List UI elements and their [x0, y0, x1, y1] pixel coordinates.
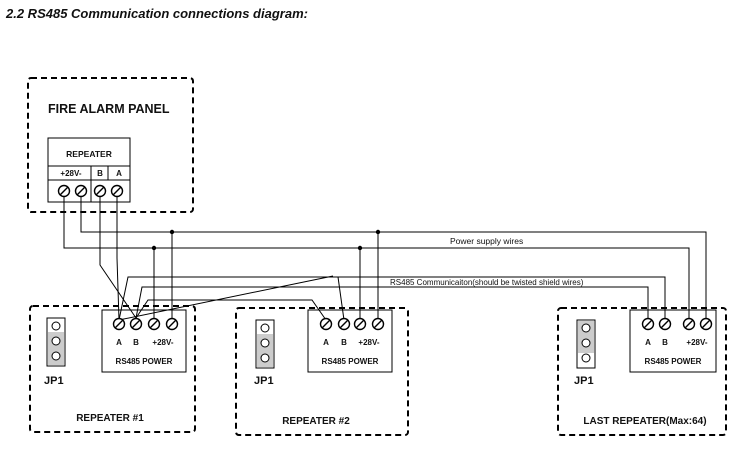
diagram-heading: 2.2 RS485 Communication connections diag…: [6, 6, 308, 21]
terminal-block-label: RS485 POWER: [116, 357, 173, 366]
rs485-communication-wires: [99, 196, 666, 321]
power-wire-junctions: [151, 229, 381, 251]
power-minus-terminal: [165, 317, 179, 331]
repeater-1: JP1 A B +28V- RS485 POWER REPEATER #1: [29, 305, 196, 433]
last-repeater-box: [557, 307, 727, 436]
repeater-1-box: [29, 305, 196, 433]
terminal-label-power: +28V-: [358, 338, 379, 347]
terminal-label-power: +28V-: [686, 338, 707, 347]
terminal-block: [307, 309, 393, 373]
repeater-2-box: [235, 307, 409, 436]
fire-alarm-panel-title: FIRE ALARM PANEL: [48, 102, 170, 116]
terminal-block-label: RS485 POWER: [645, 357, 702, 366]
fire-alarm-panel-box: [27, 77, 194, 213]
a-terminal: [641, 317, 655, 331]
b-terminal: [129, 317, 143, 331]
panel-terminal-label-power: +28V-: [60, 169, 81, 178]
repeater-2-name: REPEATER #2: [282, 416, 350, 427]
power-minus-terminal: [371, 317, 385, 331]
jp1-label: JP1: [44, 375, 64, 387]
power-plus-terminal: [682, 317, 696, 331]
b-terminal: [337, 317, 351, 331]
terminal-label-a: A: [323, 338, 329, 347]
panel-repeater-module: [47, 137, 131, 203]
power-supply-wires-label: Power supply wires: [450, 236, 523, 246]
jp1-label: JP1: [574, 375, 594, 387]
b-terminal: [658, 317, 672, 331]
power-supply-wires: [63, 196, 707, 320]
terminal-label-a: A: [645, 338, 651, 347]
terminal-block-label: RS485 POWER: [322, 357, 379, 366]
terminal-label-b: B: [662, 338, 668, 347]
last-repeater-name: LAST REPEATER(Max:64): [583, 416, 706, 427]
rs485-wires-label: RS485 Communicaiton(should be twisted sh…: [390, 278, 584, 287]
last-repeater: JP1 A B +28V- RS485 POWER LAST REPEATER(…: [557, 307, 727, 436]
terminal-block: [629, 309, 717, 373]
panel-terminal-label-a: A: [116, 169, 122, 178]
a-terminal: [112, 317, 126, 331]
terminal-label-power: +28V-: [152, 338, 173, 347]
a-terminal: [319, 317, 333, 331]
power-minus-terminal: [699, 317, 713, 331]
panel-module-title: REPEATER: [66, 149, 112, 159]
repeater-1-name: REPEATER #1: [76, 413, 144, 424]
panel-b-terminal: [93, 184, 107, 198]
terminal-label-b: B: [341, 338, 347, 347]
power-plus-terminal: [353, 317, 367, 331]
panel-power-minus-terminal: [74, 184, 88, 198]
terminal-label-b: B: [133, 338, 139, 347]
panel-a-terminal: [110, 184, 124, 198]
repeater-2: JP1 A B +28V- RS485 POWER REPEATER #2: [235, 307, 409, 436]
jp1-label: JP1: [254, 375, 274, 387]
panel-terminal-label-b: B: [97, 169, 103, 178]
terminal-label-a: A: [116, 338, 122, 347]
panel-power-plus-terminal: [57, 184, 71, 198]
terminal-block: [101, 309, 187, 373]
power-plus-terminal: [147, 317, 161, 331]
